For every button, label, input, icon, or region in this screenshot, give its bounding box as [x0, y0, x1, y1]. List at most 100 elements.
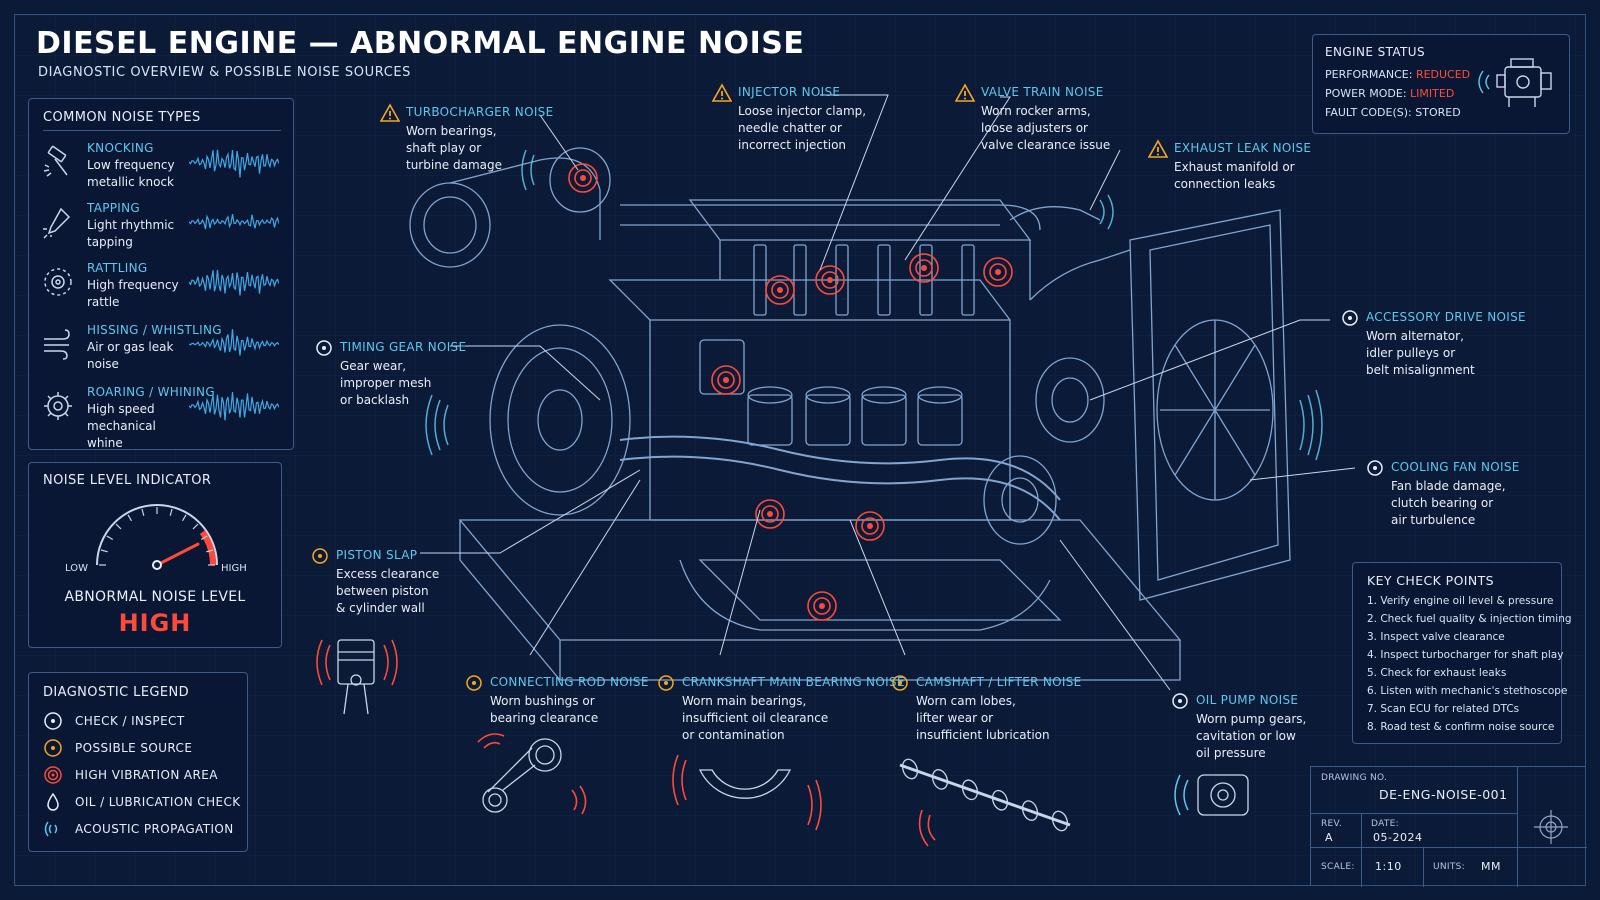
callout-title: TIMING GEAR NOISE	[340, 340, 467, 354]
wind-icon	[44, 329, 70, 360]
engine-icon	[1478, 58, 1552, 107]
scale-label: SCALE:	[1321, 862, 1355, 872]
noise-type-name: KNOCKING	[87, 141, 154, 155]
callout-title: CAMSHAFT / LIFTER NOISE	[916, 675, 1082, 689]
key-check-item: 1. Verify engine oil level & pressure	[1367, 595, 1554, 607]
performance-value: REDUCED	[1415, 68, 1471, 81]
check-inspect-icon	[316, 340, 332, 356]
warning-icon	[712, 83, 732, 102]
legend-label: CHECK / INSPECT	[75, 714, 185, 728]
noise-level-title: NOISE LEVEL INDICATOR	[43, 473, 212, 488]
callout-injector: INJECTOR NOISE Loose injector clamp, nee…	[712, 83, 892, 153]
callout-desc: Worn cam lobes, lifter wear or insuffici…	[916, 694, 1050, 742]
waveform	[189, 214, 279, 230]
callout-exhaust-leak: EXHAUST LEAK NOISE Exhaust manifold or c…	[1148, 139, 1328, 195]
tapper-icon	[43, 207, 71, 239]
acoustic-icon	[44, 821, 58, 837]
divider	[43, 130, 281, 131]
warning-icon	[955, 83, 975, 102]
callout-desc: Worn main bearings, insufficient oil cle…	[682, 694, 829, 742]
callout-camshaft-lifter: CAMSHAFT / LIFTER NOISE Worn cam lobes, …	[890, 673, 1082, 743]
performance-label: PERFORMANCE:	[1325, 68, 1413, 81]
warning-icon	[1148, 139, 1168, 158]
callout-piston-slap: PISTON SLAP Excess clearance between pis…	[310, 546, 460, 616]
legend-item-source: POSSIBLE SOURCE	[43, 738, 253, 760]
callout-cooling-fan: COOLING FAN NOISE Fan blade damage, clut…	[1365, 458, 1545, 528]
noise-type-roaring: ROARING / WHINING High speed mechanical …	[41, 385, 281, 450]
callout-desc: Worn bearings, shaft play or turbine dam…	[406, 124, 503, 172]
scale-value: 1:10	[1375, 860, 1402, 873]
key-check-item: 6. Listen with mechanic's stethoscope	[1367, 685, 1568, 697]
noise-types-title: COMMON NOISE TYPES	[43, 110, 201, 125]
callout-valve-train: VALVE TRAIN NOISE Worn rocker arms, loos…	[955, 83, 1135, 153]
callout-title: PISTON SLAP	[336, 548, 418, 562]
rev-label: REV.	[1321, 819, 1342, 829]
check-inspect-icon	[1342, 310, 1358, 326]
divider	[1311, 813, 1517, 814]
callout-turbocharger: TURBOCHARGER NOISE Worn bearings, shaft …	[380, 103, 553, 173]
legend-label: ACOUSTIC PROPAGATION	[75, 822, 234, 836]
callout-title: INJECTOR NOISE	[738, 85, 841, 99]
callout-title: COOLING FAN NOISE	[1391, 460, 1520, 474]
engine-status-panel: ENGINE STATUS PERFORMANCE: REDUCED POWER…	[1312, 34, 1570, 134]
noise-type-rattling: RATTLING High frequency rattle	[41, 261, 281, 317]
gauge-low-label: LOW	[65, 563, 88, 574]
noise-type-desc: Air or gas leak noise	[87, 340, 174, 371]
callout-desc: Excess clearance between piston & cylind…	[336, 567, 440, 615]
callout-title: VALVE TRAIN NOISE	[981, 85, 1104, 99]
legend-item-oil: OIL / LUBRICATION CHECK	[43, 792, 253, 814]
callout-title: OIL PUMP NOISE	[1196, 693, 1299, 707]
fault-code-row: FAULT CODE(S): STORED	[1325, 106, 1461, 119]
possible-source-icon	[658, 675, 674, 691]
legend-item-vibration: HIGH VIBRATION AREA	[43, 765, 253, 787]
noise-type-name: TAPPING	[87, 201, 140, 215]
callout-crankshaft-bearing: CRANKSHAFT MAIN BEARING NOISE Worn main …	[656, 673, 904, 743]
divider	[1423, 847, 1424, 887]
key-check-item: 4. Inspect turbocharger for shaft play	[1367, 649, 1564, 661]
callout-title: EXHAUST LEAK NOISE	[1174, 141, 1312, 155]
power-mode-value: LIMITED	[1410, 87, 1455, 100]
title-block: DRAWING NO. DE-ENG-NOISE-001 REV. A DATE…	[1310, 766, 1587, 887]
noise-types-panel: COMMON NOISE TYPES KNOCKING Low frequenc…	[28, 98, 294, 450]
legend-label: HIGH VIBRATION AREA	[75, 768, 218, 782]
noise-type-desc: Light rhythmic tapping	[87, 218, 175, 249]
check-inspect-icon	[1172, 693, 1188, 709]
gear-icon	[44, 392, 72, 420]
crosshair-icon	[1534, 810, 1568, 844]
callout-desc: Worn pump gears, cavitation or low oil p…	[1196, 712, 1307, 760]
callout-timing-gear: TIMING GEAR NOISE Gear wear, improper me…	[314, 338, 467, 408]
oil-drop-icon	[47, 792, 59, 811]
noise-type-name: HISSING / WHISTLING	[87, 323, 222, 337]
power-mode-label: POWER MODE:	[1325, 87, 1407, 100]
fault-code-value: STORED	[1415, 106, 1461, 119]
key-check-item: 5. Check for exhaust leaks	[1367, 667, 1507, 679]
divider	[1311, 847, 1587, 848]
noise-type-hissing: HISSING / WHISTLING Air or gas leak nois…	[41, 323, 281, 379]
noise-level-caption: ABNORMAL NOISE LEVEL	[64, 589, 246, 605]
callout-title: CRANKSHAFT MAIN BEARING NOISE	[682, 675, 905, 689]
power-mode-row: POWER MODE: LIMITED	[1325, 87, 1454, 100]
waveform	[189, 329, 279, 356]
possible-source-icon	[466, 675, 482, 691]
possible-source-icon	[892, 675, 908, 691]
date-value: 05-2024	[1373, 831, 1423, 844]
warning-icon	[380, 103, 400, 122]
units-label: UNITS:	[1433, 862, 1466, 872]
noise-type-tapping: TAPPING Light rhythmic tapping	[41, 201, 281, 257]
noise-type-name: RATTLING	[87, 261, 148, 275]
diagnostic-legend-panel: DIAGNOSTIC LEGEND CHECK / INSPECT POSSIB…	[28, 672, 248, 852]
drawing-no-value: DE-ENG-NOISE-001	[1379, 787, 1508, 802]
callout-desc: Worn alternator, idler pulleys or belt m…	[1366, 329, 1475, 377]
callout-connecting-rod: CONNECTING ROD NOISE Worn bushings or be…	[464, 673, 648, 729]
callout-desc: Exhaust manifold or connection leaks	[1174, 160, 1295, 191]
possible-source-icon	[44, 739, 62, 757]
page-subtitle: DIAGNOSTIC OVERVIEW & POSSIBLE NOISE SOU…	[38, 65, 412, 80]
rattle-icon	[44, 268, 72, 296]
key-check-item: 2. Check fuel quality & injection timing	[1367, 613, 1572, 625]
key-check-item: 8. Road test & confirm noise source	[1367, 721, 1555, 733]
legend-label: POSSIBLE SOURCE	[75, 741, 193, 755]
date-label: DATE:	[1371, 819, 1399, 829]
legend-title: DIAGNOSTIC LEGEND	[43, 685, 190, 700]
gauge-high-label: HIGH	[221, 563, 247, 574]
performance-row: PERFORMANCE: REDUCED	[1325, 68, 1470, 81]
